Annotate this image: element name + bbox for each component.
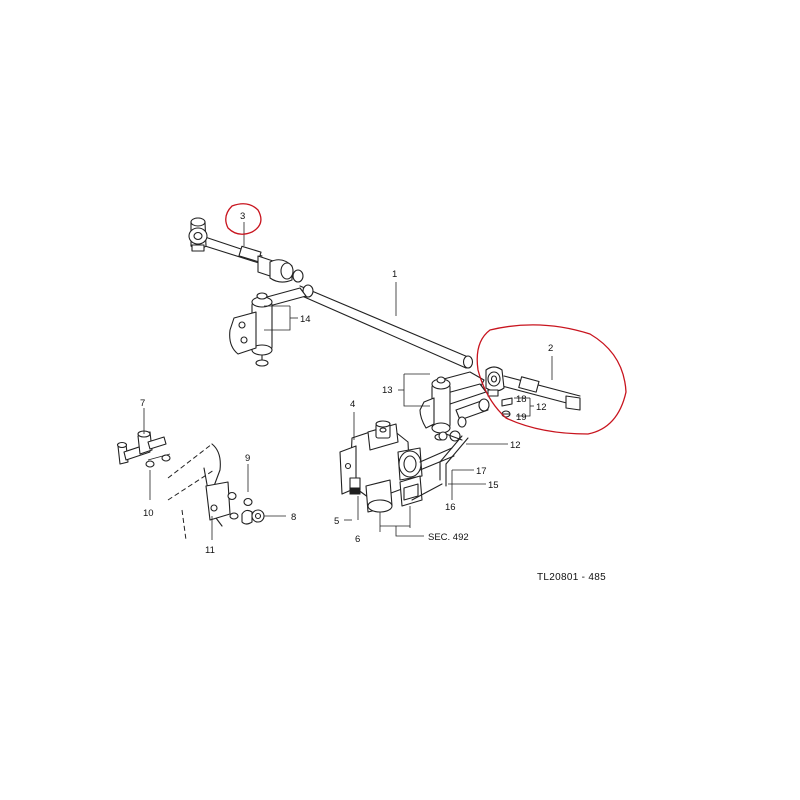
callout-2: 2 xyxy=(548,343,553,354)
bolts-and-washers xyxy=(116,430,265,525)
tie-rod-right xyxy=(485,366,581,411)
callout-16: 16 xyxy=(445,502,456,513)
relay-rods xyxy=(411,431,469,501)
highlight-circle-part-3 xyxy=(225,203,262,235)
steering-gear-box xyxy=(339,420,455,513)
callout-sec-492: SEC. 492 xyxy=(428,532,469,543)
reference-code: TL20801 - 485 xyxy=(537,572,606,583)
highlight-marks xyxy=(225,203,627,435)
callout-14: 14 xyxy=(300,314,311,325)
callout-5: 5 xyxy=(334,516,339,527)
nut-and-cotter-pin xyxy=(501,397,513,418)
callout-12-lower: 12 xyxy=(510,440,521,451)
callout-19: 19 xyxy=(516,412,527,423)
frame-bracket xyxy=(167,443,231,541)
callout-10: 10 xyxy=(143,508,154,519)
callout-11: 11 xyxy=(205,545,215,556)
tie-rod-left xyxy=(188,217,304,283)
center-link xyxy=(299,284,474,369)
callout-7: 7 xyxy=(140,398,145,409)
callout-1: 1 xyxy=(392,269,397,280)
callout-18: 18 xyxy=(516,394,527,405)
callout-4: 4 xyxy=(350,399,355,410)
callout-9: 9 xyxy=(245,453,250,464)
highlight-circle-part-2 xyxy=(476,324,627,435)
callout-8: 8 xyxy=(291,512,296,523)
callout-17: 17 xyxy=(476,466,487,477)
callout-6: 6 xyxy=(355,534,360,545)
callout-labels: 1 2 3 4 5 6 7 8 9 10 11 12 12 13 14 15 1… xyxy=(140,211,553,556)
callout-15: 15 xyxy=(488,480,499,491)
callout-12-upper: 12 xyxy=(536,402,547,413)
idler-arm-assembly xyxy=(229,287,307,367)
callout-3: 3 xyxy=(240,211,245,222)
pitman-arm-assembly xyxy=(419,371,490,442)
leader-lines xyxy=(143,222,553,540)
callout-13: 13 xyxy=(382,385,393,396)
